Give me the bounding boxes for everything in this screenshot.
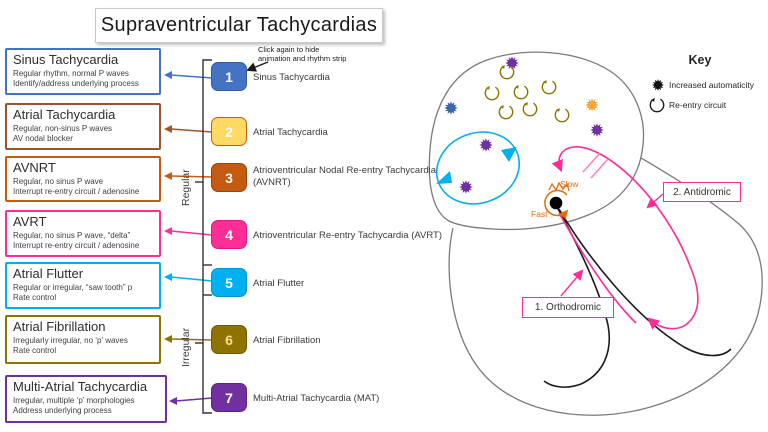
card-atrial-fibrillation: Atrial Fibrillation Irregularly irregula… [5, 315, 161, 364]
key-burst-icon [652, 79, 664, 91]
card-title: Multi-Atrial Tachycardia [13, 379, 148, 394]
annotation-arrow [246, 61, 269, 72]
flutter-circuit [435, 131, 521, 205]
card-sinus-tachycardia: Sinus Tachycardia Regular rhythm, normal… [5, 48, 161, 95]
step-button-1[interactable]: 1 [211, 62, 247, 91]
card-title: Atrial Flutter [13, 266, 84, 281]
group-bracket [195, 59, 212, 414]
card-line: Address underlying process [13, 406, 112, 416]
step-label-sinus: Sinus Tachycardia [253, 72, 330, 83]
card-line: Regular, no sinus P wave, “delta” [13, 230, 131, 240]
card-line: Interrupt re-entry circuit / adenosine [13, 241, 140, 251]
step-button-2[interactable]: 2 [211, 117, 247, 146]
card-line: Regular rhythm, normal P waves [13, 68, 129, 78]
card-line: Irregular, multiple ‘p’ morphologies [13, 395, 135, 405]
card-line: Rate control [13, 293, 57, 303]
card-line: Rate control [13, 346, 57, 356]
step-button-3[interactable]: 3 [211, 163, 247, 192]
page-title: Supraventricular Tachycardias [95, 8, 383, 43]
ventricle-outline [448, 141, 763, 416]
card-atrial-flutter: Atrial Flutter Regular or irregular, “sa… [5, 262, 161, 309]
step-label-avrt: Atrioventricular Re-entry Tachycardia (A… [253, 230, 443, 241]
key-item-reentry: Re-entry circuit [669, 100, 727, 110]
card-title: AVNRT [13, 160, 56, 175]
step-button-7[interactable]: 7 [211, 383, 247, 412]
card-connectors [164, 71, 213, 405]
card-line: Regular, no sinus P wave [13, 176, 104, 186]
orthodromic-tag: 1. Orthodromic [522, 297, 614, 318]
click-hint-line2: animation and rhythm strip [258, 54, 347, 64]
card-atrial-tachycardia: Atrial Tachycardia Regular, non-sinus P … [5, 103, 161, 150]
card-line: Interrupt re-entry circuit / adenosine [13, 187, 140, 197]
card-avrt: AVRT Regular, no sinus P wave, “delta” I… [5, 210, 161, 257]
av-node [549, 196, 563, 210]
card-title: Atrial Tachycardia [13, 107, 116, 122]
fast-pathway-label: Fast [531, 209, 548, 219]
card-line: Regular or irregular, “saw tooth” p [13, 282, 133, 292]
card-line: Regular, non-sinus P waves [13, 123, 113, 133]
group-label-regular: Regular [180, 169, 192, 207]
card-title: Sinus Tachycardia [13, 52, 119, 67]
card-title: Atrial Fibrillation [13, 319, 106, 334]
card-multi-atrial-tachycardia: Multi-Atrial Tachycardia Irregular, mult… [5, 375, 167, 423]
accessory-pathway-slashes [582, 152, 609, 179]
step-button-4[interactable]: 4 [211, 220, 247, 249]
step-label-mat: Multi-Atrial Tachycardia (MAT) [253, 393, 380, 404]
antidromic-arrow [646, 193, 664, 209]
key-item-automaticity: Increased automaticity [669, 80, 755, 90]
group-label-irregular: Irregular [180, 327, 192, 367]
avnrt-loop [544, 181, 570, 220]
key-title: Key [688, 53, 712, 67]
step-label-afib: Atrial Fibrillation [253, 335, 321, 346]
step-label-avnrt: Atrioventricular Nodal Re-entry Tachycar… [253, 165, 437, 188]
step-button-6[interactable]: 6 [211, 325, 247, 354]
avrt-circuit [551, 146, 699, 330]
step-label-atrial-tach: Atrial Tachycardia [253, 127, 328, 138]
key-re-entry-icon [649, 97, 665, 113]
step-label-flutter: Atrial Flutter [253, 278, 305, 289]
step-button-5[interactable]: 5 [211, 268, 247, 297]
orthodromic-arrow [560, 269, 584, 297]
click-hint-line1: Click again to hide [258, 45, 320, 54]
heart-illustration [428, 51, 763, 416]
slow-pathway-label: Slow [560, 179, 579, 189]
card-title: AVRT [13, 214, 47, 229]
card-line: Irregularly irregular, no ‘p’ waves [13, 335, 128, 345]
card-line: AV nodal blocker [13, 134, 73, 144]
card-avnrt: AVNRT Regular, no sinus P wave Interrupt… [5, 156, 161, 202]
click-hint: Click again to hide animation and rhythm… [258, 45, 378, 64]
card-line: Identify/address underlying process [13, 79, 139, 89]
antidromic-tag: 2. Antidromic [663, 182, 741, 202]
